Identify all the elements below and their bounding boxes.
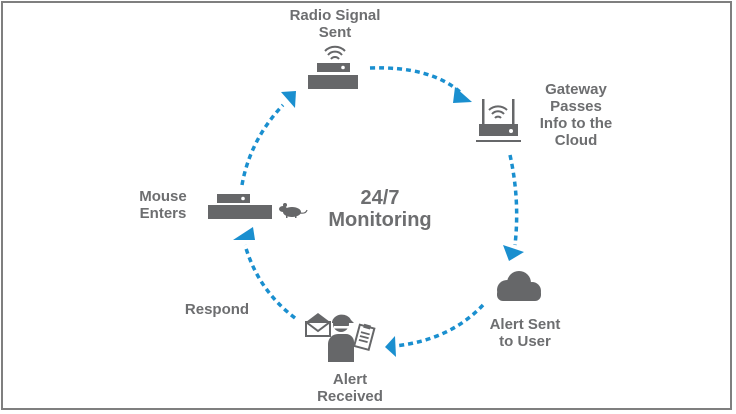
- label-line: Cloud: [554, 132, 598, 149]
- label-gateway-passes-info: Gateway Passes Info to the Cloud: [528, 81, 624, 149]
- label-line: Respond: [184, 301, 250, 318]
- label-radio-signal-sent: Radio Signal Sent: [282, 7, 388, 41]
- mouse-icon: [279, 203, 308, 218]
- gateway-router-icon: [476, 99, 521, 142]
- cloud-icon: [497, 271, 541, 301]
- envelope-icon: [305, 313, 331, 337]
- label-line: Enters: [139, 205, 187, 222]
- router-wifi-icon: [308, 45, 358, 89]
- arrow-gateway-to-cloud: [503, 154, 524, 261]
- label-line: Received: [317, 388, 383, 405]
- arrow-respond: [233, 227, 297, 320]
- label-line: Radio Signal: [289, 7, 381, 24]
- label-line: Alert: [332, 371, 368, 388]
- arrow-cloud-to-received: [385, 303, 485, 357]
- label-line: Passes: [550, 98, 602, 115]
- label-line: to User: [499, 333, 551, 350]
- label-alert-sent-to-user: Alert Sent to User: [480, 316, 570, 350]
- label-line: Gateway: [545, 81, 607, 98]
- arrow-mouse-to-radio: [240, 91, 296, 186]
- trap-device-icon: [208, 194, 272, 219]
- arrow-radio-to-gateway: [369, 66, 472, 103]
- label-line: Info to the: [539, 115, 613, 132]
- label-mouse-enters: Mouse Enters: [128, 188, 198, 222]
- title-line: Monitoring: [328, 209, 432, 231]
- title-line: 24/7: [360, 187, 400, 209]
- center-title: 24/7 Monitoring: [310, 187, 450, 231]
- label-line: Mouse: [139, 188, 187, 205]
- label-line: Alert Sent: [489, 316, 561, 333]
- label-line: Sent: [318, 24, 352, 41]
- label-alert-received: Alert Received: [300, 371, 400, 405]
- technician-clipboard-icon: [328, 314, 376, 362]
- label-respond: Respond: [172, 301, 262, 318]
